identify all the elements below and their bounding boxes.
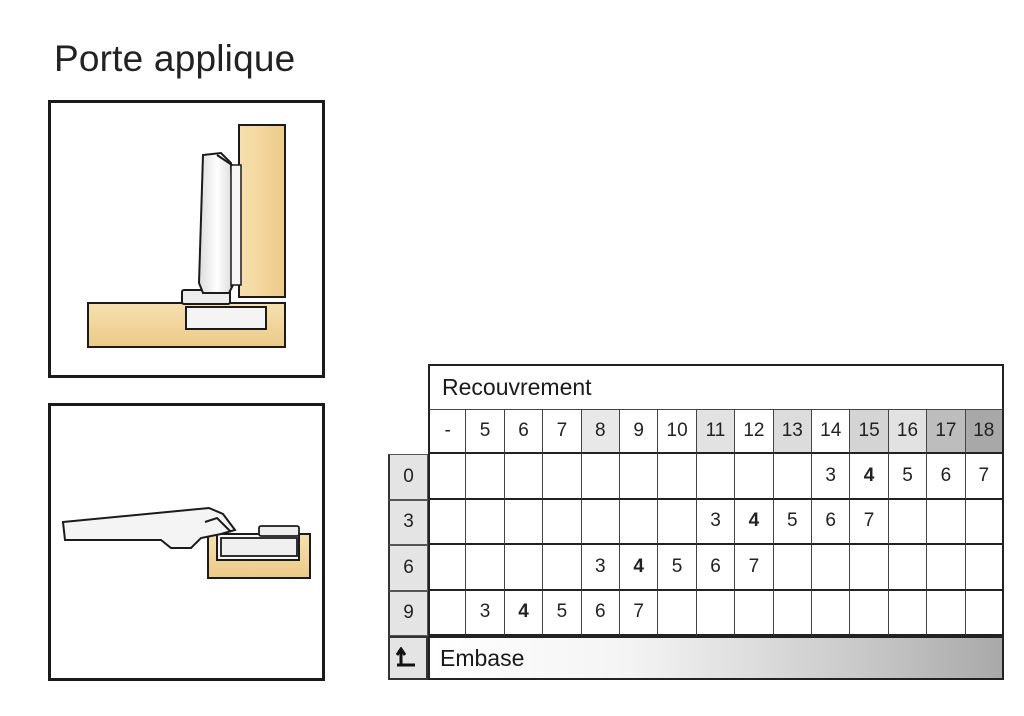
- column-header: 12: [735, 410, 774, 454]
- table-cell: [696, 590, 736, 636]
- table-cell: 5: [773, 499, 812, 545]
- row-label: 3: [388, 499, 428, 545]
- table-cell: 6: [927, 454, 966, 500]
- column-header: 10: [658, 410, 697, 454]
- hinge-arm: [197, 151, 237, 294]
- table-cell: 3: [812, 454, 851, 500]
- row-label: 9: [388, 590, 428, 636]
- table-cell: [735, 590, 774, 636]
- table-cell: [696, 454, 736, 500]
- table-cell: [927, 499, 966, 545]
- table-cell: [581, 499, 620, 545]
- table-cell: [658, 454, 697, 500]
- door-panel: [238, 124, 286, 298]
- table-cell: 7: [850, 499, 889, 545]
- row-label: 6: [388, 545, 428, 591]
- column-header: 15: [850, 410, 889, 454]
- table-cell: 5: [543, 590, 582, 636]
- column-header: 13: [773, 410, 812, 454]
- table-footer-embase: Embase: [428, 636, 1004, 680]
- table-cell: [773, 590, 812, 636]
- table-cell: [466, 545, 505, 591]
- table-cell: [466, 454, 505, 500]
- table-cell: [850, 545, 889, 591]
- table-cell: [927, 590, 966, 636]
- table-cell: 5: [888, 454, 928, 500]
- table-cell: 4: [620, 545, 659, 591]
- row-label: 0: [388, 454, 428, 500]
- table-cell: 3: [581, 545, 620, 591]
- table-cell: [735, 454, 774, 500]
- table-cell: 6: [812, 499, 851, 545]
- column-header: 6: [504, 410, 544, 454]
- column-header: 11: [696, 410, 736, 454]
- table-cell: [428, 590, 467, 636]
- page-title: Porte applique: [54, 38, 296, 79]
- table-cell: 6: [696, 545, 736, 591]
- table-cell: 5: [658, 545, 697, 591]
- hinge-arm: [61, 506, 237, 549]
- table-cell: 3: [466, 590, 505, 636]
- hinge-open-illustration: [48, 100, 325, 378]
- table-cell: [965, 499, 1004, 545]
- table-cell: [773, 454, 812, 500]
- table-cell: [620, 454, 659, 500]
- table-cell: [581, 454, 620, 500]
- column-header: 7: [543, 410, 582, 454]
- table-cell: [927, 545, 966, 591]
- table-cell: [428, 545, 467, 591]
- table-cell: 4: [735, 499, 774, 545]
- corner-arrow-icon: [395, 647, 415, 667]
- embase-icon-cell: [388, 636, 428, 680]
- column-header: 9: [620, 410, 659, 454]
- table-cell: [965, 545, 1004, 591]
- column-header: 5: [466, 410, 505, 454]
- table-cell: [428, 499, 467, 545]
- hinge-closed-illustration: [48, 403, 325, 681]
- column-header: 16: [888, 410, 928, 454]
- table-cell: 3: [696, 499, 736, 545]
- column-header: 8: [581, 410, 620, 454]
- table-cell: 4: [504, 590, 544, 636]
- table-cell: [504, 545, 544, 591]
- table-cell: [428, 454, 467, 500]
- table-cell: [850, 590, 889, 636]
- table-cell: [658, 590, 697, 636]
- table-cell: [773, 545, 812, 591]
- table-cell: 7: [735, 545, 774, 591]
- table-cell: [658, 499, 697, 545]
- table-cell: [466, 499, 505, 545]
- column-header: 14: [812, 410, 851, 454]
- table-cell: 7: [620, 590, 659, 636]
- table-cell: [888, 499, 928, 545]
- table-cell: 4: [850, 454, 889, 500]
- table-cell: [812, 590, 851, 636]
- column-header: 17: [927, 410, 966, 454]
- table-cell: 6: [581, 590, 620, 636]
- table-cell: [543, 454, 582, 500]
- table-cell: [504, 454, 544, 500]
- table-cell: [543, 499, 582, 545]
- table-cell: [888, 590, 928, 636]
- table-cell: [620, 499, 659, 545]
- table-cell: [888, 545, 928, 591]
- table-cell: 7: [965, 454, 1004, 500]
- column-header: 18: [965, 410, 1004, 454]
- table-cell: [504, 499, 544, 545]
- table-header-recouvrement: Recouvrement: [428, 364, 1004, 410]
- table-cell: [543, 545, 582, 591]
- table-cell: [812, 545, 851, 591]
- table-cell: [965, 590, 1004, 636]
- column-header: -: [428, 410, 467, 454]
